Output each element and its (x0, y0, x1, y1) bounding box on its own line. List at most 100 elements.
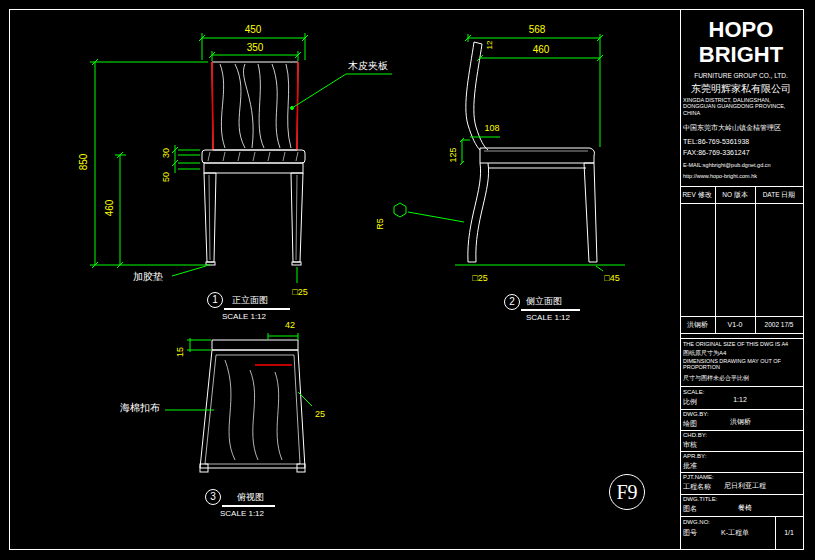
dimension-lines (408, 212, 464, 222)
title-block-text: REV 修改 (682, 191, 711, 198)
chair-top-view (212, 340, 298, 350)
chair-top-view (205, 355, 300, 464)
title-block-text: 图纸原尺寸为A4 (683, 350, 726, 357)
chair-top-view (225, 360, 282, 460)
title-block-text: DWG.NO: (683, 519, 710, 526)
dimension-lines (90, 265, 210, 266)
title-block-text: SCALE: (683, 389, 704, 396)
dimension-lines (117, 152, 123, 158)
title-block-text: APR.BY: (683, 453, 706, 460)
title-block-text: http://www.hopo-bright.com.hk (683, 173, 757, 179)
dimension-lines (209, 52, 215, 58)
view-title: 侧立面图 (526, 296, 562, 306)
title-block-text: 图号 (683, 529, 697, 536)
sheet-frame (715, 186, 716, 333)
chair-front-view (208, 152, 298, 161)
dimension-lines (178, 169, 200, 170)
title-block-text: THE ORIGINAL SIZE OF THIS DWG IS A4 (683, 341, 788, 347)
dimension-lines (470, 137, 500, 138)
chair-front-view (202, 62, 305, 265)
title-block-text: E-MAIL:sghbright@pub.dgnet.gd.cn (683, 162, 771, 168)
dimension-lines (165, 410, 214, 411)
chair-front-view (243, 64, 253, 148)
chair-front-view (235, 64, 245, 148)
dimension-text: 30 (161, 148, 171, 158)
dimension-text: 450 (245, 24, 262, 36)
dimension-lines (596, 266, 603, 271)
dimension-lines (212, 55, 298, 56)
view-title-underline (224, 308, 290, 310)
title-block-text: 1:12 (733, 396, 747, 404)
chair-top-view (250, 370, 258, 460)
chair-front-view (220, 64, 225, 148)
sheet-frame (10, 10, 804, 550)
title-block-text: CHD.BY: (683, 432, 707, 439)
chair-front-view (272, 64, 280, 148)
title-block-text: TEL:86-769-5361938 (683, 138, 749, 146)
dimension-text: 125 (448, 147, 458, 162)
title-block-text: FAX:86-769-3361247 (683, 149, 750, 157)
dimension-lines (291, 107, 294, 110)
dimension-lines (292, 74, 346, 108)
dimension-lines (90, 33, 392, 283)
dimension-lines (346, 74, 392, 75)
title-block-text: XINGDA DISTRICT, DALINGSHAN, DONGGUAN GU… (683, 97, 800, 116)
company-logo: HOPO (709, 17, 774, 42)
view-title: SCALE 1:12 (526, 313, 570, 322)
dimension-lines (468, 38, 600, 39)
sheet-frame (680, 338, 803, 339)
dimension-lines (298, 392, 312, 406)
title-block-text: 图名 (683, 505, 697, 512)
chair-top-view (255, 364, 292, 366)
view-title-underline (222, 309, 580, 506)
part-label: 木皮夹板 (348, 60, 388, 72)
view-title: 正立面图 (232, 295, 268, 305)
view-number-circle: 3 (205, 489, 221, 505)
dimension-lines (268, 336, 298, 337)
view-number-circle: 2 (504, 294, 520, 310)
view-title-underline (521, 309, 580, 311)
chair-front-view (292, 262, 301, 265)
dimension-lines (297, 267, 298, 283)
dimension-lines (202, 38, 305, 39)
dimension-lines (295, 52, 301, 58)
sheet-frame (680, 316, 803, 317)
title-block-text: 比例 (683, 398, 697, 405)
title-block-text: DATE 日期 (763, 191, 796, 198)
title-block-text: 1/1 (784, 529, 794, 537)
dimension-lines (408, 34, 625, 271)
dimension-lines (92, 59, 98, 65)
dimension-text: 460 (533, 44, 550, 56)
sheet-frame (680, 333, 803, 334)
dimension-lines (462, 140, 470, 141)
sheet-number: F9 (616, 482, 637, 502)
dimension-text: □25 (292, 287, 307, 297)
chair-side-view (468, 262, 476, 263)
title-block-text: 尼日利亚工程 (724, 482, 766, 490)
title-block-text: PJT.NAME: (683, 474, 714, 481)
title-block-text: K-工程单 (721, 529, 749, 537)
dimension-lines (597, 55, 603, 61)
sheet-frame (680, 472, 803, 473)
chair-top-view (200, 464, 208, 472)
chair-side-view (394, 203, 406, 217)
chair-top-view (225, 360, 235, 460)
sheet-frame (680, 10, 681, 550)
view-title: 俯视图 (237, 492, 264, 502)
sheet-frame (680, 451, 803, 452)
dimension-text: □45 (604, 273, 619, 283)
part-label: 加胶垫 (133, 271, 163, 283)
chair-front-view (212, 62, 213, 150)
dimension-lines (455, 265, 625, 266)
title-block-text: NO 版本 (722, 191, 748, 198)
dimension-lines (268, 333, 269, 340)
sheet-frame (680, 516, 803, 517)
chair-top-view (275, 372, 282, 460)
sheet-frame (755, 186, 756, 333)
dimension-text: 850 (78, 154, 90, 171)
view-title-underline (222, 505, 275, 507)
dimension-lines (178, 155, 200, 156)
dimension-lines (117, 262, 123, 268)
chair-side-view (474, 42, 482, 44)
chair-front-view (212, 62, 298, 150)
